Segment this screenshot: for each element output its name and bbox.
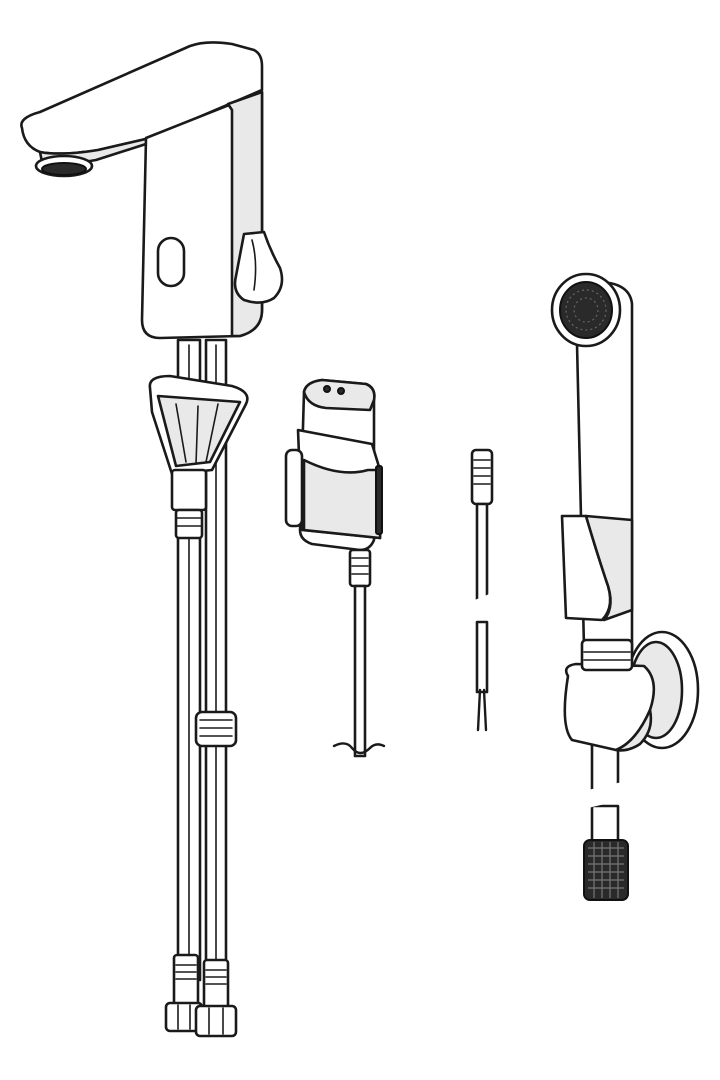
hose-clip [194, 710, 238, 748]
temperature-lever [233, 230, 284, 304]
aerator [34, 154, 94, 178]
hose-fitting-left [164, 953, 204, 1033]
break-marks [470, 592, 622, 808]
wall-holder [563, 630, 700, 752]
power-adapter [284, 378, 386, 758]
extension-cable [470, 448, 494, 732]
hose-fitting-right [194, 958, 238, 1038]
shower-head [550, 272, 622, 348]
hose-nut [583, 839, 629, 901]
sensor-window [156, 236, 186, 288]
faucet-body [20, 41, 284, 340]
mounting-bracket [148, 374, 249, 540]
hand-shower [550, 272, 700, 901]
